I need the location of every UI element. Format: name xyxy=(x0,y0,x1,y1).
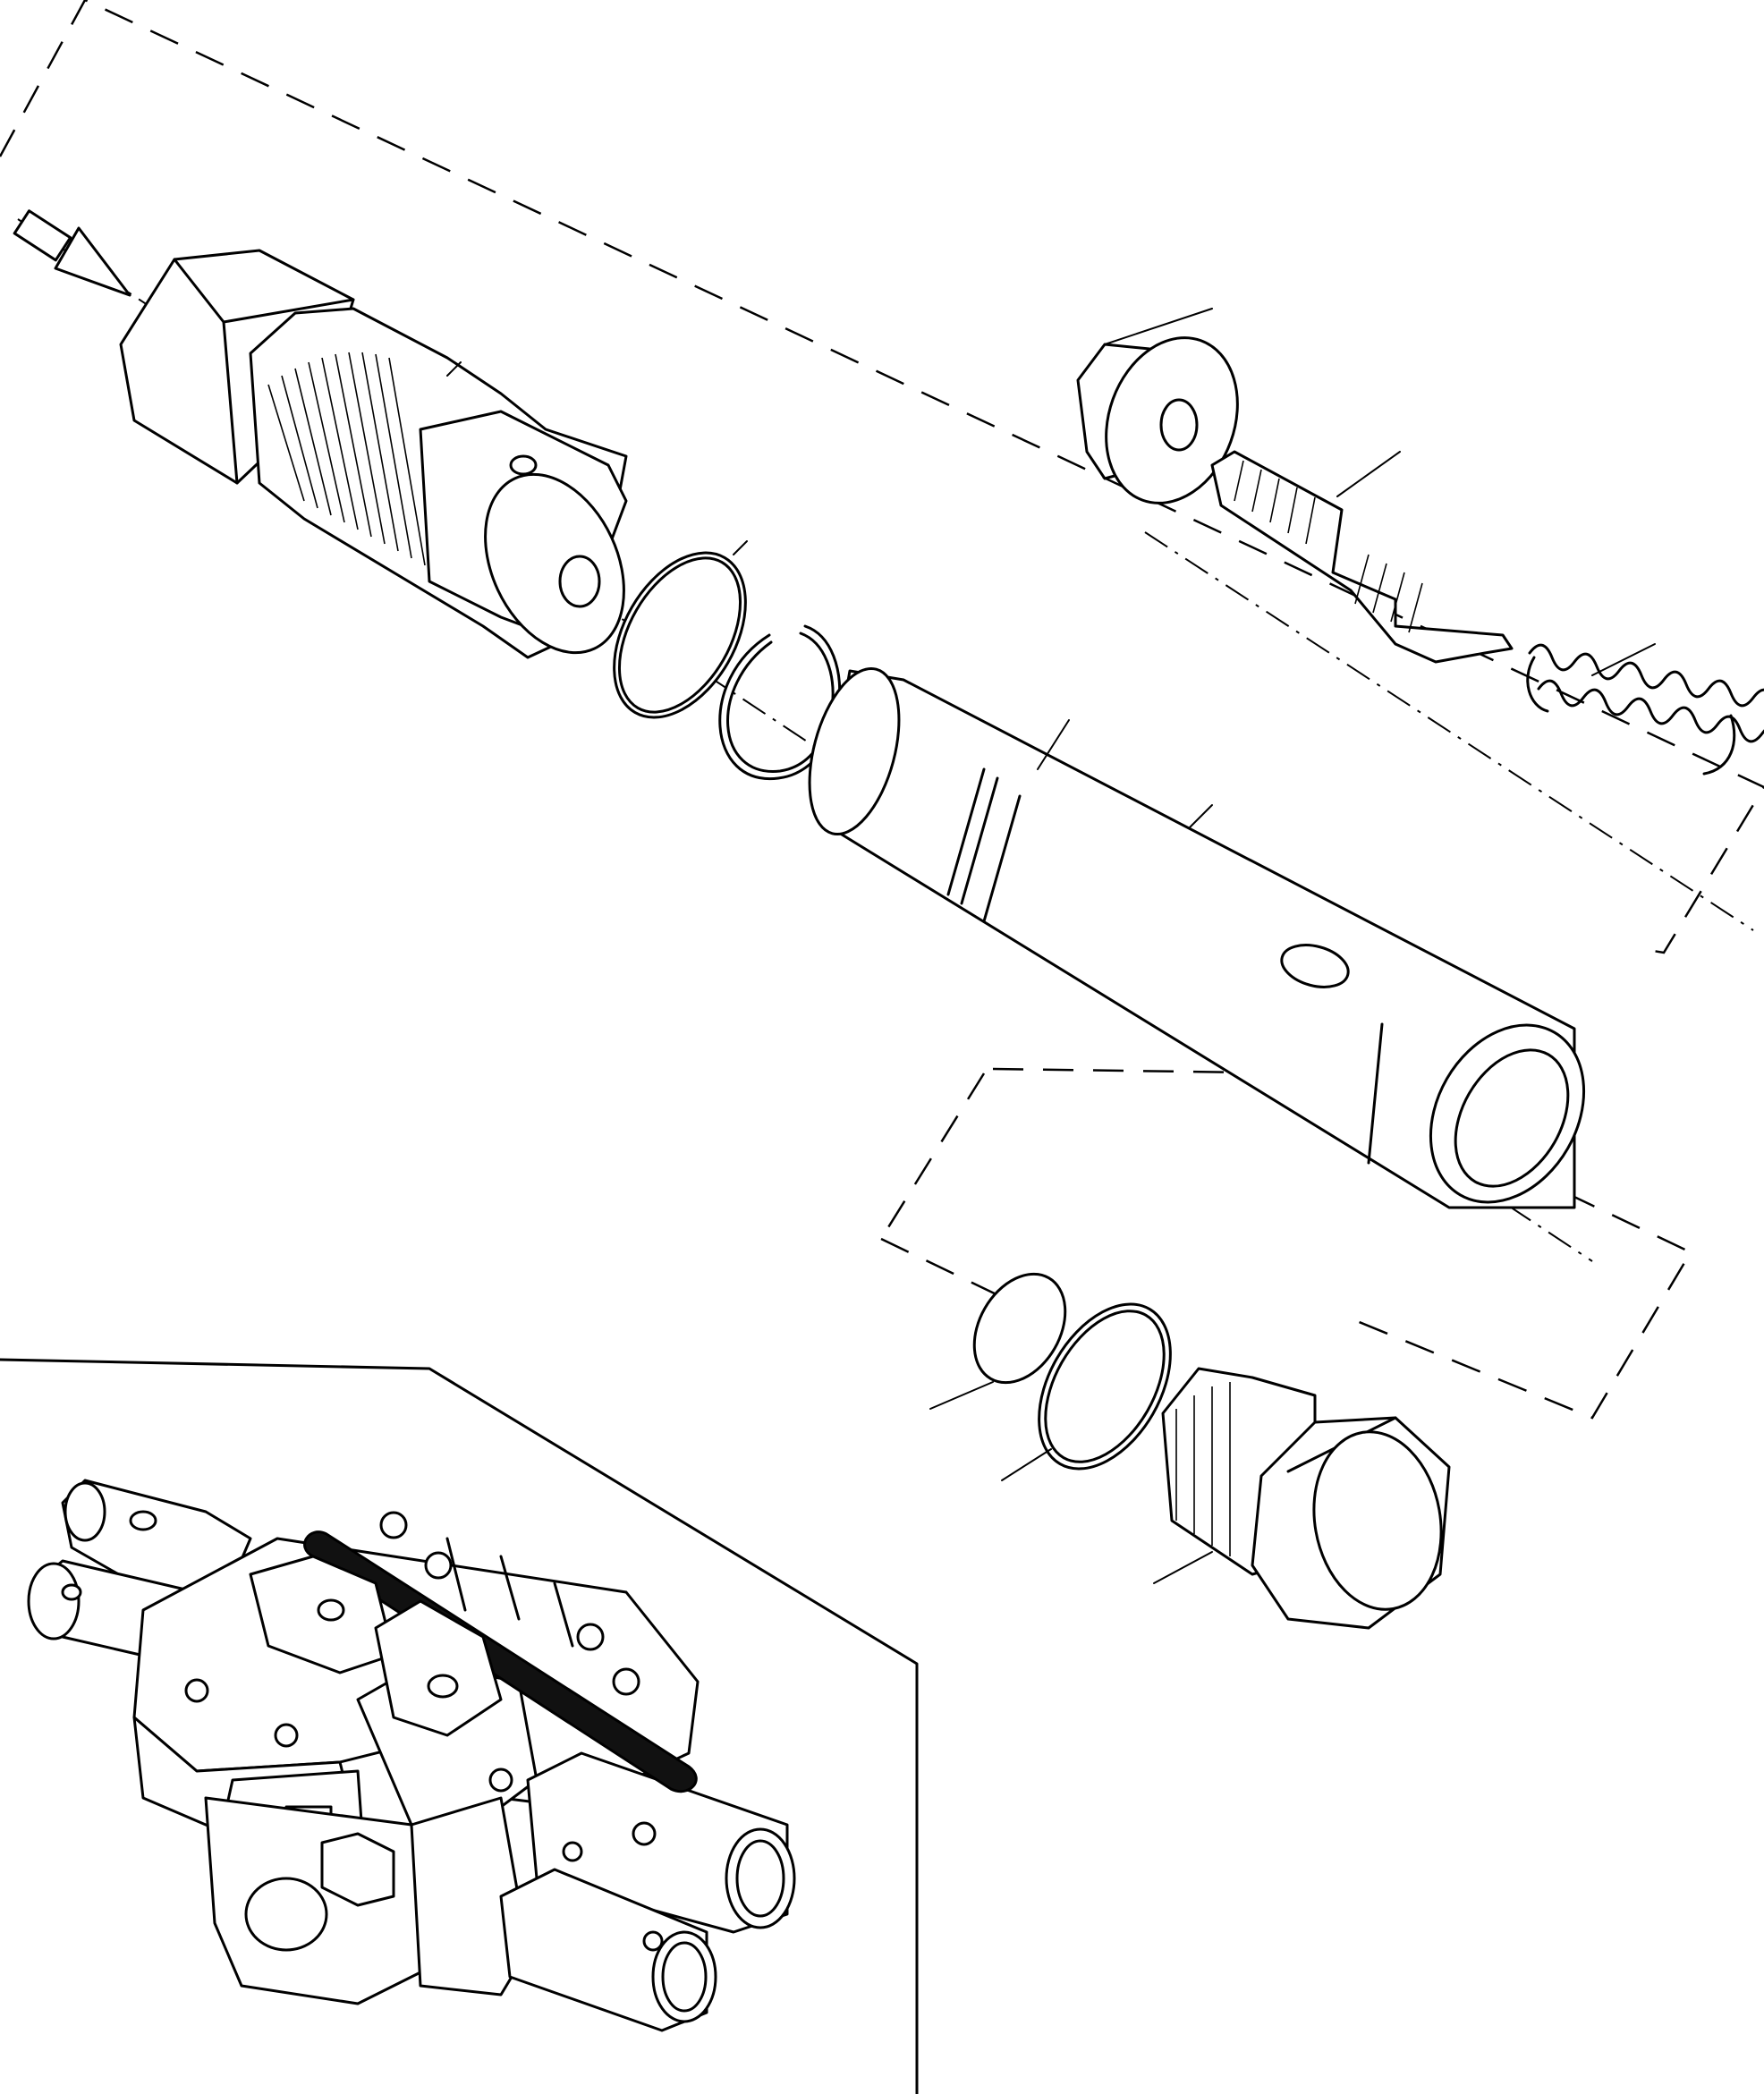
threaded-poppet xyxy=(1210,450,1514,664)
highlighted-rod xyxy=(303,1530,698,1793)
spool-bore xyxy=(1454,1048,1570,1188)
leader-lines xyxy=(446,308,1656,1584)
cone-tip xyxy=(13,209,131,297)
coil-spring xyxy=(1526,643,1764,776)
inset-valve-block xyxy=(27,1479,796,2032)
spool-side-hole xyxy=(1280,944,1350,988)
threaded-hex-body xyxy=(119,249,628,659)
inset-frame xyxy=(0,1358,919,2094)
port-hole-large xyxy=(558,555,601,608)
snap-ring xyxy=(718,624,842,780)
centre-axis-line-small xyxy=(1144,531,1754,931)
port-hole-small xyxy=(509,454,538,476)
hex-nut-washer xyxy=(1076,336,1239,504)
spool-cylinder xyxy=(808,667,1586,1209)
assembly-outline-upper xyxy=(0,0,1764,1420)
o-ring-large-lower-inner xyxy=(1044,1310,1166,1463)
hex-end-plug xyxy=(1161,1367,1451,1630)
o-ring-upper-inner xyxy=(617,556,742,714)
thread-lines xyxy=(267,352,426,566)
o-ring-small-lower xyxy=(972,1272,1067,1385)
